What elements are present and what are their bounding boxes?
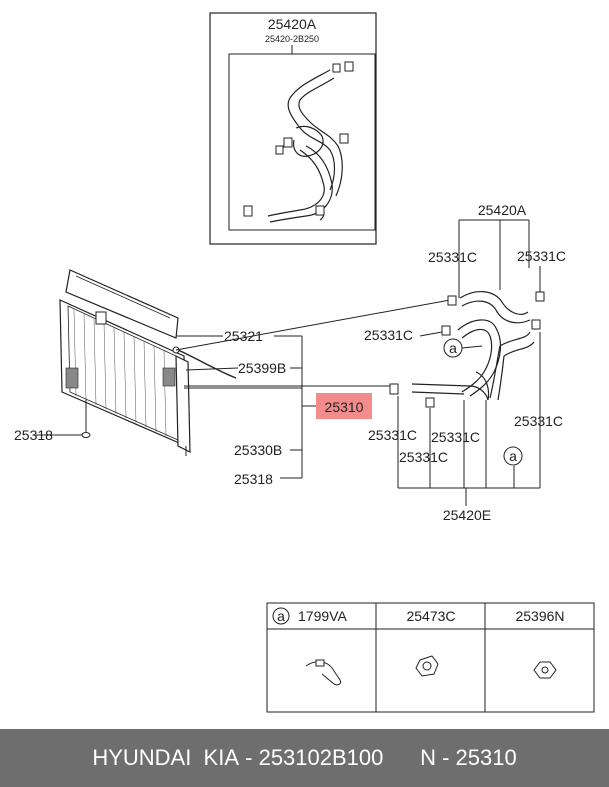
callout-drain: 25330B — [234, 442, 282, 458]
callout-hose-assy-bottom: 25420E — [443, 507, 491, 523]
footer-part-number: 253102B100 — [258, 745, 384, 770]
footer-reference: N - 25310 — [420, 745, 517, 770]
callout-radiator: 25310 — [325, 399, 364, 415]
hose-group-clips — [389, 291, 545, 408]
table-header-col2: 25473C — [406, 608, 455, 624]
hose-group-leaders — [397, 219, 541, 506]
callout-pipe: 25399B — [238, 360, 286, 376]
callout-clamp-1: 25331C — [428, 249, 477, 265]
table-header-col3: 25396N — [515, 608, 564, 624]
footer-bar: HYUNDAI KIA - 253102B100 N - 25310 — [0, 729, 609, 787]
hose-group-drawing — [411, 291, 535, 401]
parts-table: a 1799VA 25473C 25396N — [266, 602, 595, 713]
footer-sep-1: - — [239, 745, 259, 770]
callout-clamp-2: 25331C — [517, 248, 566, 264]
table-ref-marker-text: a — [277, 608, 285, 624]
inset-clips — [243, 61, 354, 217]
callout-hose-assy-top: 25420A — [478, 202, 527, 218]
table-header-col1: 1799VA — [298, 608, 347, 624]
callout-clamp-4: 25331C — [514, 413, 563, 429]
highlight-radiator — [316, 393, 372, 419]
inset-panel: 25420A 25420-2B250 — [209, 12, 377, 245]
ref-marker-a-upper — [443, 338, 463, 358]
callout-clamp-6: 25331C — [431, 429, 480, 445]
callout-clamp-3: 25331C — [364, 327, 413, 343]
radiator-drawing — [59, 269, 237, 456]
table-ref-marker-a — [272, 607, 290, 625]
footer-brand: HYUNDAI KIA — [92, 745, 240, 770]
inset-hose-drawing — [267, 69, 343, 223]
ref-marker-a-lower-text: a — [509, 448, 517, 464]
callout-bottom-mount: 25318 — [234, 471, 273, 487]
callout-seal: 25321 — [224, 328, 263, 344]
clip-1799VA-drawing — [305, 659, 341, 686]
clamp-25473C-drawing — [415, 655, 439, 677]
radiator-leaders — [36, 299, 451, 479]
nut-25396N-drawing — [533, 661, 557, 679]
footer-gap — [383, 745, 420, 771]
callout-clamp-5: 25331C — [368, 427, 417, 443]
callout-clamp-7: 25331C — [399, 449, 448, 465]
inset-part-number: 25420A — [268, 16, 317, 32]
ref-marker-a-upper-text: a — [449, 340, 457, 356]
inset-sub-number: 25420-2B250 — [265, 34, 319, 44]
ref-marker-a-lower — [503, 446, 523, 466]
callout-left-mount: 25318 — [14, 427, 53, 443]
